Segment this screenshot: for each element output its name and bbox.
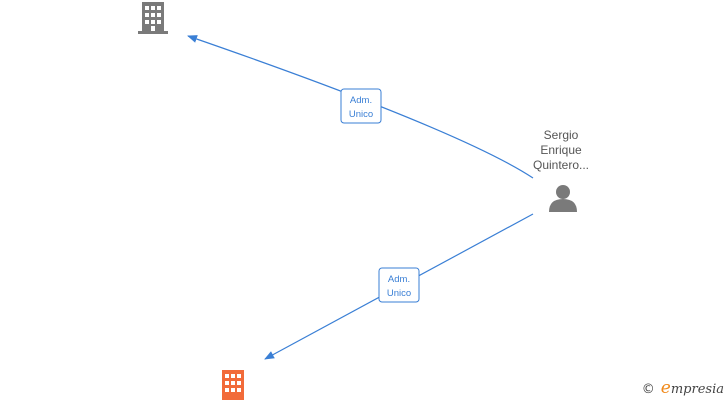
svg-text:Adm.: Adm. [388,274,410,285]
company-building-icon[interactable] [138,2,168,34]
person-icon[interactable] [549,185,577,212]
company-building-icon-highlighted[interactable] [222,370,244,400]
svg-text:Adm.: Adm. [350,95,372,106]
relation-label-2[interactable]: Adm. Unico [378,267,420,303]
svg-text:Unico: Unico [387,288,411,299]
empresia-logo[interactable]: © empresia [642,378,724,398]
person-name-label[interactable]: Sergio Enrique Quintero... [512,128,610,173]
relation-label-1[interactable]: Adm. Unico [340,88,382,124]
brand-initial: e [660,378,671,398]
person-name-line-3: Quintero... [532,158,590,172]
person-name-line-1: Sergio [543,128,579,142]
person-name-line-2: Enrique [540,143,582,157]
relation-edge-1 [187,35,534,179]
copyright-icon: © [641,382,655,397]
brand-name: mpresia [670,382,724,397]
svg-text:Unico: Unico [349,109,373,120]
